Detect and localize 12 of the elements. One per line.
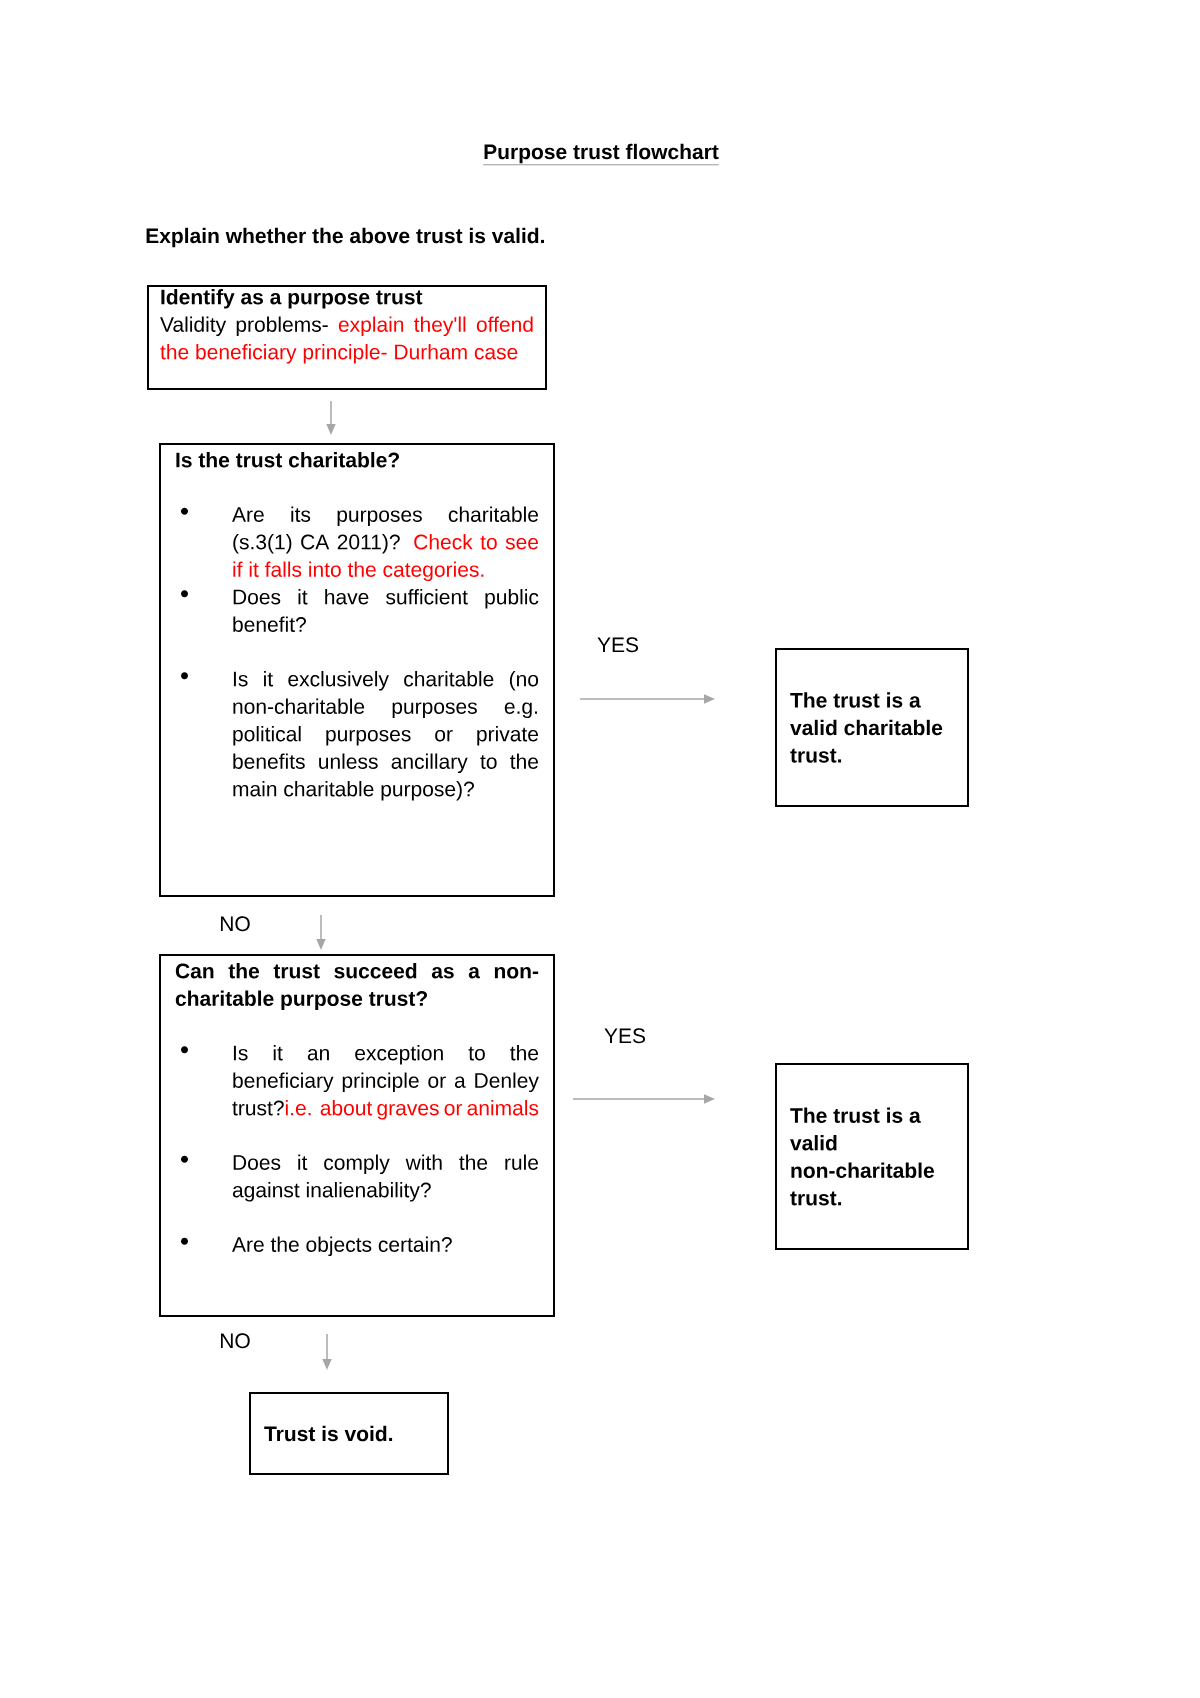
process-box: The trust is a valid charitable trust. — [775, 648, 969, 807]
edge-label: YES — [604, 1028, 646, 1044]
question-text: Explain whether the above trust is valid. — [146, 227, 544, 248]
edge-label: YES — [597, 637, 639, 653]
process-box: Can the trust succeed as a non-charitable purpose trust? Is it an exception to the beneficiary principle or a Denley trust?i.e. about graves or animals Does it comply with the rule against inalienability? Are the objects certain? — [159, 954, 555, 1317]
process-box: The trust is a valid non-charitable trust. — [775, 1063, 969, 1250]
process-box: Identify as a purpose trust Validity problems- explain they'll offend the beneficiary principle- Durham case — [147, 285, 547, 390]
title: Purpose trust flowchart — [482, 143, 720, 165]
edge-label: NO — [221, 1333, 250, 1349]
process-box: Is the trust charitable? Are its purposes charitable (s.3(1) CA 2011)? Check to see if it falls into the categories. Does it have sufficient public benefit? Is it exclusively charitable (no non-charitable purposes e.g. political purposes or private benefits unless ancillary to the main charitable purpose)? — [159, 443, 555, 897]
edge-label: NO — [221, 916, 250, 932]
process-box: Trust is void. — [249, 1392, 449, 1475]
